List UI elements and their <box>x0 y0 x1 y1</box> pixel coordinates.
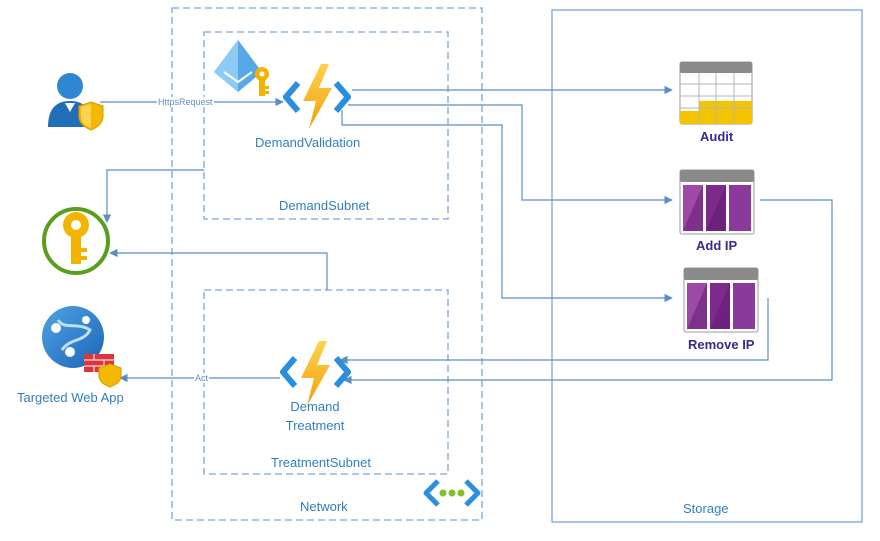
storage-boundary <box>551 9 863 523</box>
act-label: Act <box>194 373 210 383</box>
add-ip-label: Add IP <box>696 238 738 253</box>
storage-queue-icon <box>683 267 759 333</box>
azure-function-icon <box>280 341 351 406</box>
treatment-subnet-boundary <box>203 289 449 475</box>
virtual-network-icon <box>423 479 481 507</box>
remove-ip-label: Remove IP <box>688 337 755 352</box>
edge-validation-to-keyvault <box>102 169 204 223</box>
demand-subnet-label: DemandSubnet <box>279 198 370 213</box>
azure-function-icon <box>283 64 351 129</box>
edge-validation-to-add-ip <box>348 104 673 205</box>
network-label: Network <box>300 499 348 514</box>
demand-validation-label: DemandValidation <box>255 135 361 150</box>
demand-treatment-line2: Treatment <box>285 418 345 433</box>
edge-treatment-to-keyvault <box>109 248 328 290</box>
edge-add-ip-to-treatment <box>343 199 833 385</box>
storage-table-icon <box>679 61 753 125</box>
network-boundary <box>171 7 483 521</box>
treatment-subnet-label: TreatmentSubnet <box>271 455 371 470</box>
user-shield-icon <box>48 73 104 131</box>
web-app-firewall-icon <box>42 306 122 388</box>
entra-id-key-icon <box>214 40 269 96</box>
edge-validation-to-remove-ip <box>341 110 673 303</box>
demand-treatment-label: Demand Treatment <box>270 399 360 434</box>
edge-remove-ip-to-treatment <box>339 298 769 365</box>
https-request-label: HttpsRequest <box>157 97 214 107</box>
storage-label: Storage <box>683 501 729 516</box>
demand-subnet-boundary <box>203 31 449 220</box>
targeted-web-app-label: Targeted Web App <box>17 390 124 405</box>
demand-treatment-line1: Demand <box>290 399 340 414</box>
audit-label: Audit <box>700 129 734 144</box>
storage-queue-icon <box>679 169 755 235</box>
key-vault-icon <box>42 207 110 275</box>
